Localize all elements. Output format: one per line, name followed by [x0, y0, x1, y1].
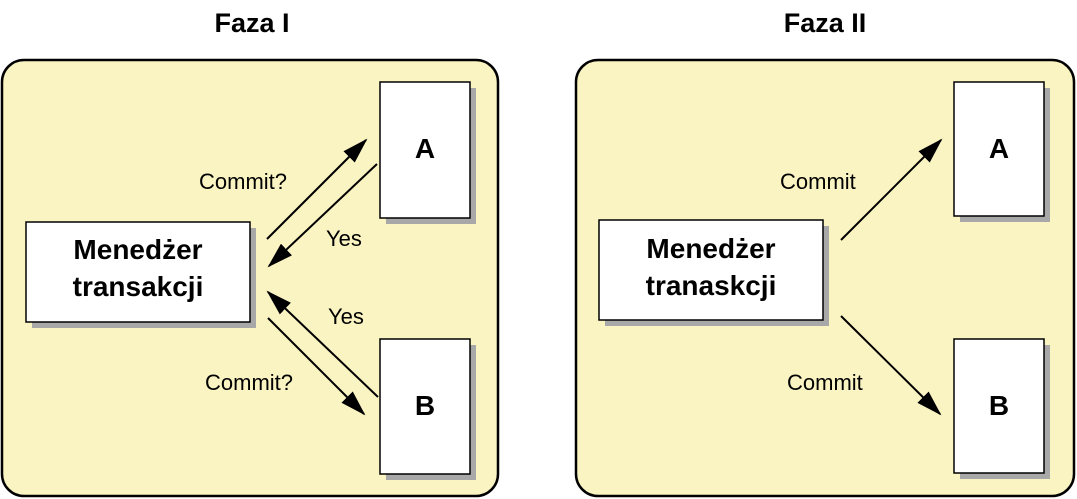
phase-2-node-a: A: [953, 81, 1050, 222]
phase-2-manager-box: Menedżer tranaskcji: [598, 219, 829, 326]
phase-2-node-a-label: A: [989, 133, 1009, 164]
phase-2-manager-label-line1: Menedżer: [646, 233, 775, 264]
phase-1-node-a: A: [379, 81, 476, 224]
phase-1-title: Faza I: [214, 8, 289, 38]
phase-2-node-b: B: [953, 338, 1050, 479]
phase-2: Faza II Menedżer tranaskcji A B Commit C…: [574, 8, 1076, 498]
phase-2-msg-commit-a: Commit: [780, 169, 856, 194]
phase-1-arrow-commit-to-b: [267, 317, 366, 416]
phase-2-arrow-commit-to-a: [840, 138, 943, 241]
phase-2-title: Faza II: [784, 8, 867, 38]
phase-1-manager-box: Menedżer transakcji: [25, 221, 256, 328]
phase-1: Faza I Menedżer transakcji A B Commit? Y: [0, 8, 500, 498]
phase-2-node-b-label: B: [989, 390, 1009, 421]
phase-1-msg-yes-b: Yes: [328, 304, 364, 329]
phase-1-node-a-label: A: [415, 133, 435, 164]
phase-2-manager-label-line2: tranaskcji: [646, 270, 777, 301]
phase-1-arrow-yes-from-b: [266, 290, 379, 398]
phase-1-node-b-label: B: [415, 390, 435, 421]
phase-1-arrow-yes-from-a: [267, 163, 378, 268]
phase-1-msg-commit-a: Commit?: [199, 169, 287, 194]
phase-2-arrow-commit-to-b: [840, 315, 942, 416]
phase-1-msg-yes-a: Yes: [326, 226, 362, 251]
phase-2-msg-commit-b: Commit: [787, 370, 863, 395]
phase-1-arrow-commit-to-a: [266, 138, 368, 240]
phase-1-manager-label-line1: Menedżer: [73, 234, 202, 265]
phase-1-manager-label-line2: transakcji: [73, 271, 204, 302]
phase-1-node-b: B: [379, 338, 476, 480]
phase-1-msg-commit-b: Commit?: [205, 370, 293, 395]
